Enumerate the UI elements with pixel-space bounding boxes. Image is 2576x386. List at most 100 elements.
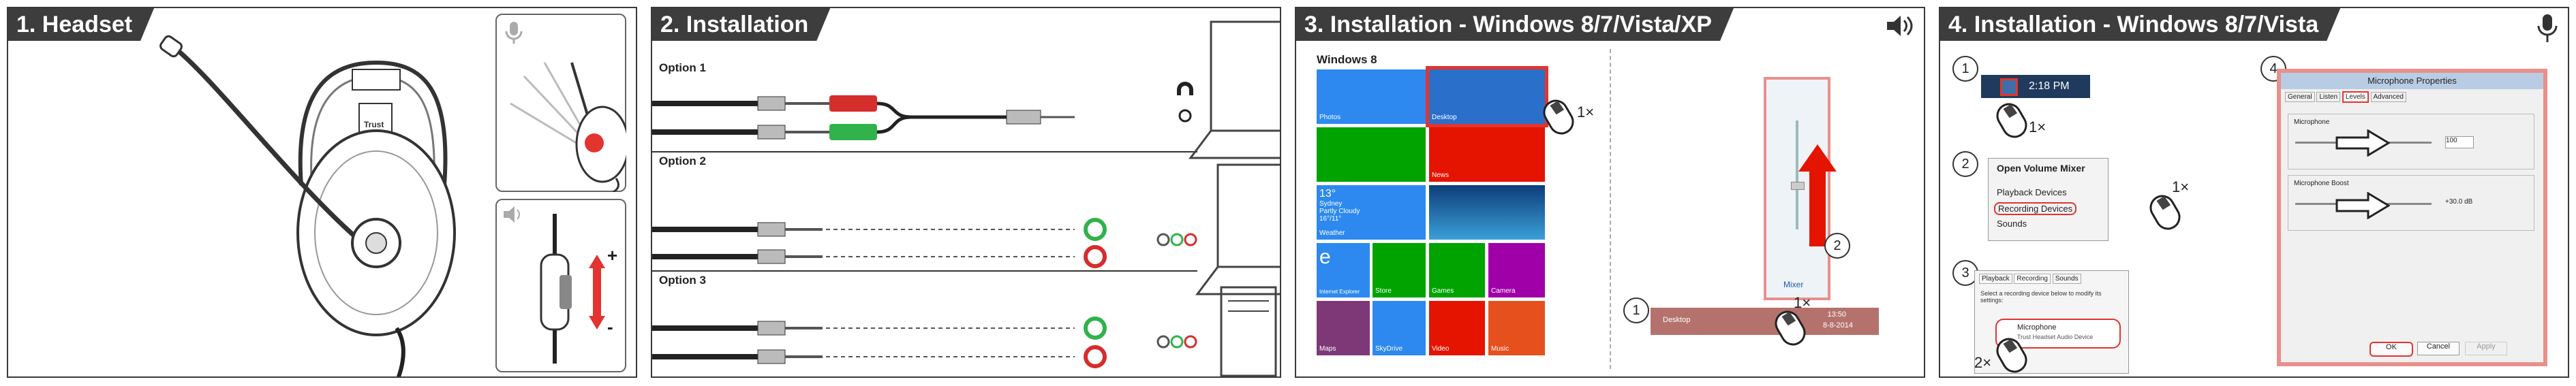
mouse-icon [1543,99,1574,135]
svg-text:-: - [607,317,613,337]
tab-levels[interactable]: Levels [2342,91,2369,103]
arrow-up-icon [1798,144,1837,246]
dialog-tabs: Playback Recording Sounds [1979,274,2081,284]
tile-store[interactable]: Store [1373,243,1426,297]
tile-camera[interactable]: Camera [1488,243,1545,297]
divider [652,151,1197,152]
windows8-heading: Windows 8 [1317,53,1377,66]
divider [1610,49,1611,369]
mic-angle-illustration [510,62,626,192]
panel-headset: 1. Headset Trust [7,7,637,378]
option-1-label: Option 1 [659,61,706,74]
panel-title: 1. Headset [8,8,154,41]
dialog-titlebar: Microphone Properties [2281,73,2543,89]
divider [652,270,1197,272]
svg-text:Trust: Trust [364,120,384,129]
mouse-icon [2149,195,2181,230]
volume-popup: Mixer [1764,77,1830,300]
volume-detail-box: + - [495,199,626,372]
tile-photos[interactable]: Photos [1317,69,1426,124]
panel-title: 3. Installation - Windows 8/7/Vista/XP [1296,8,1734,41]
taskbar-desktop-label: Desktop [1663,316,1691,324]
tab-playback[interactable]: Playback [1979,274,2012,284]
option-2-label: Option 2 [659,155,706,167]
click-count: 1× [1577,103,1595,120]
tray-speaker-icon[interactable] [2000,78,2018,96]
device-name: Microphone [2017,323,2057,332]
volume-slider-thumb[interactable] [1791,182,1805,190]
tray-bar: 2:18 PM [1981,75,2090,98]
tray-time: 2:18 PM [2029,80,2070,92]
context-menu: Open Volume Mixer Playback Devices Recor… [1988,158,2109,241]
recording-hint: Select a recording device below to modif… [1980,290,2102,304]
mic-boost-group: Microphone Boost +30.0 dB [2288,175,2534,231]
tile-maps[interactable]: Maps [1317,301,1370,355]
headset-illustration: Trust [159,35,456,376]
mic-level-group: Microphone 100 [2288,114,2534,170]
tile-desktop[interactable]: Desktop [1426,66,1548,127]
tile-music[interactable]: Music [1488,301,1545,355]
arrow-right-icon [2335,192,2390,219]
mouse-icon [1996,338,2027,373]
tab-recording[interactable]: Recording [2014,274,2051,284]
mic-boost-value: +30.0 dB [2445,198,2473,206]
tile-weather[interactable]: 13° Sydney Partly Cloudy 16°/11° Weather [1317,185,1426,240]
start-screen: Photos Desktop News 13° Sydney Partly Cl… [1317,66,1548,369]
speaker-icon [1887,16,1913,36]
mic-icon [2537,14,2558,42]
click-count: 1× [2172,178,2190,195]
tab-sounds[interactable]: Sounds [2052,274,2081,284]
cancel-button[interactable]: Cancel [2417,342,2459,355]
menu-open-volume-mixer[interactable]: Open Volume Mixer [1997,163,2085,174]
step-1-badge: 1 [1952,56,1978,82]
mixer-link[interactable]: Mixer [1783,280,1804,289]
ok-button[interactable]: OK [2370,342,2413,357]
panel-windows7: 4. Installation - Windows 8/7/Vista 1 2:… [1939,7,2569,378]
option-3-label: Option 3 [659,274,706,287]
tile-landscape[interactable] [1429,185,1545,240]
mic-icon [505,22,523,44]
menu-recording-devices[interactable]: Recording Devices [1994,202,2077,215]
tab-listen[interactable]: Listen [2316,92,2341,102]
arrow-right-icon [2335,129,2390,157]
menu-sounds[interactable]: Sounds [1997,219,2027,229]
properties-dialog: Microphone Properties General Listen Lev… [2277,69,2547,366]
mic-detail-box [495,14,626,192]
speaker-icon [504,206,520,223]
tile-skydrive[interactable]: SkyDrive [1373,301,1426,355]
tab-general[interactable]: General [2285,92,2315,102]
taskbar-date: 8-8-2014 [1822,321,1853,329]
volume-wheel-illustration: + - [540,214,617,364]
taskbar: Desktop 13:50 8-8-2014 [1651,308,1879,335]
step-2-badge: 2 [1824,233,1850,259]
dialog-title: Microphone Properties [2367,76,2457,86]
tab-advanced[interactable]: Advanced [2370,92,2406,102]
menu-playback-devices[interactable]: Playback Devices [1997,187,2067,197]
svg-text:+: + [607,245,617,266]
click-count: 1× [1794,294,1811,311]
mic-level-label: Microphone [2294,118,2330,126]
device-sub: Trust Headset Audio Device [2017,334,2094,340]
panel-installation: 2. Installation Option 1 Option 2 Option… [651,7,1281,378]
panel-title: 4. Installation - Windows 8/7/Vista [1940,8,2340,41]
tile-finance[interactable] [1317,127,1426,182]
tile-news[interactable]: News [1429,127,1545,182]
click-count: 2× [1974,354,1992,371]
volume-slider-track[interactable] [1796,120,1798,229]
connection-diagrams [652,20,1280,376]
dialog-tabs: General Listen Levels Advanced [2285,91,2406,103]
taskbar-time: 13:50 [1827,310,1846,319]
tile-video[interactable]: Video [1429,301,1485,355]
step-1-badge: 1 [1623,297,1649,323]
tile-games[interactable]: Games [1429,243,1485,297]
step-2-badge: 2 [1952,151,1978,177]
mic-boost-label: Microphone Boost [2294,180,2349,187]
click-count: 1× [2029,118,2046,135]
mic-level-value[interactable]: 100 [2445,136,2474,148]
mouse-icon [1775,310,1806,346]
mouse-icon [1996,103,2027,138]
panel-windows8: 3. Installation - Windows 8/7/Vista/XP W… [1295,7,1925,378]
panel-title: 2. Installation [652,8,830,41]
apply-button[interactable]: Apply [2465,342,2507,355]
